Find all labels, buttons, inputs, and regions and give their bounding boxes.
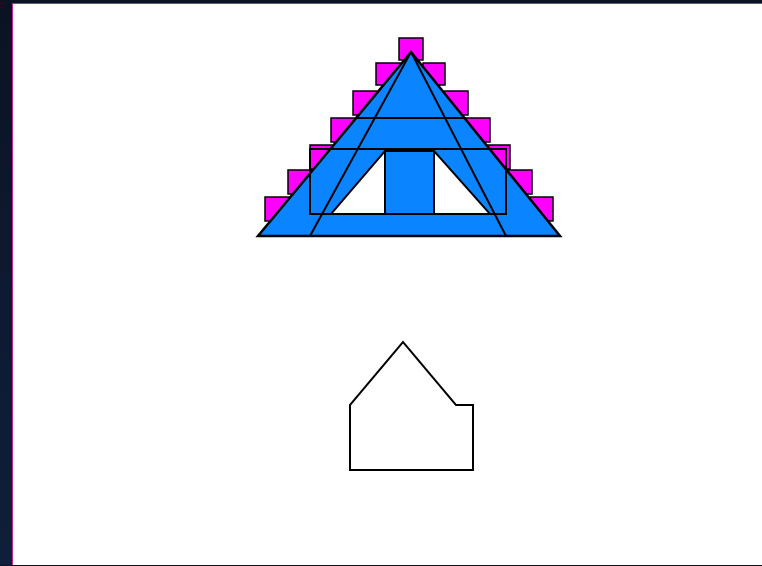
house-outline-shape [350,342,473,470]
game-window [12,3,762,565]
game-board [13,4,762,566]
house-outline[interactable] [350,342,473,470]
triangle-body [258,52,560,236]
